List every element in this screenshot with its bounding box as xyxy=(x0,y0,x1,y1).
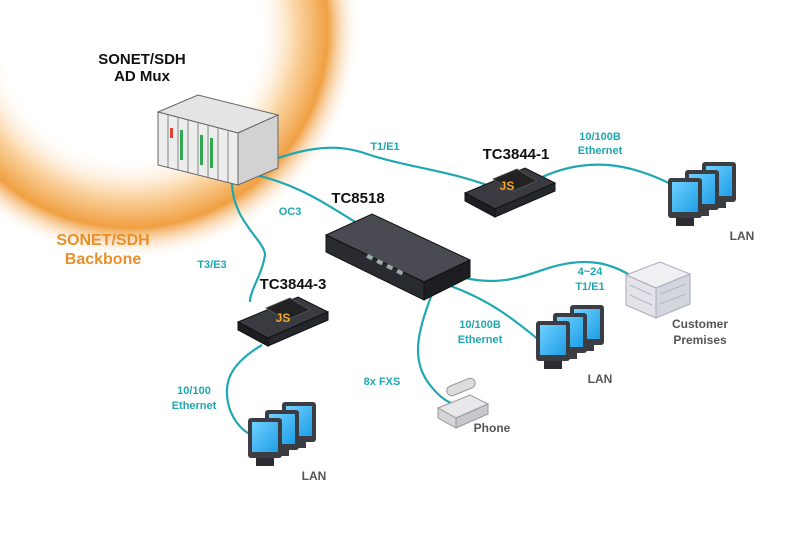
tc3844-1-box[interactable]: converter-box-icon xyxy=(463,167,557,218)
monitor-icon xyxy=(668,178,702,226)
link-label-eth-left-1: 10/100 xyxy=(177,385,211,397)
admux-label-line1: SONET/SDH xyxy=(98,51,186,68)
link-label-eth-mid-1: 10/100B xyxy=(459,319,501,331)
lan-top-monitors xyxy=(668,162,736,226)
links xyxy=(225,146,701,442)
link-label-fxs: 8x FXS xyxy=(364,376,401,388)
tc3844-3-box[interactable]: converter-box-icon xyxy=(236,296,330,347)
link-t1e1 xyxy=(247,146,501,192)
lan-top-label: LAN xyxy=(730,229,755,243)
admux-label-line2: AD Mux xyxy=(114,68,170,85)
customer-label-line1: Customer xyxy=(672,317,728,331)
monitor-icon xyxy=(536,321,570,369)
phone-icon xyxy=(436,377,490,429)
link-label-eth-left-2: Ethernet xyxy=(172,400,217,412)
tc3844-3-label: TC3844-3 xyxy=(260,276,327,293)
tc3844-1-badge: JS xyxy=(500,179,515,193)
customer-premises-building-icon xyxy=(624,261,692,319)
link-label-eth-top-1: 10/100B xyxy=(579,131,621,143)
monitor-icon xyxy=(248,418,282,466)
link-t3e3 xyxy=(230,177,267,303)
tc8518-switch[interactable]: rack-switch-icon xyxy=(324,213,472,301)
link-label-e1-2: T1/E1 xyxy=(575,281,604,293)
link-fxs xyxy=(416,293,456,407)
link-e1 xyxy=(464,260,649,286)
lan-bottom-monitors xyxy=(248,402,316,466)
link-label-eth-top-2: Ethernet xyxy=(578,145,623,157)
tc8518-label: TC8518 xyxy=(331,190,384,207)
lan-bottom-label: LAN xyxy=(302,469,327,483)
tc3844-3-badge: JS xyxy=(276,311,291,325)
customer-label-line2: Premises xyxy=(673,333,727,347)
link-label-t1e1: T1/E1 xyxy=(370,141,399,153)
lan-mid-monitors xyxy=(536,305,604,369)
backbone-label-line2: Backbone xyxy=(65,251,142,268)
admux-chassis[interactable]: rack-chassis-icon xyxy=(156,94,280,186)
link-label-eth-mid-2: Ethernet xyxy=(458,334,503,346)
tc3844-1-label: TC3844-1 xyxy=(483,146,550,163)
backbone-label-line1: SONET/SDH xyxy=(56,232,149,249)
link-eth-mid xyxy=(447,283,546,346)
link-label-e1-1: 4~24 xyxy=(578,266,604,278)
lan-mid-label: LAN xyxy=(588,372,613,386)
link-label-t3e3: T3/E3 xyxy=(197,259,226,271)
phone-label: Phone xyxy=(474,421,511,435)
link-label-oc3: OC3 xyxy=(279,206,302,218)
